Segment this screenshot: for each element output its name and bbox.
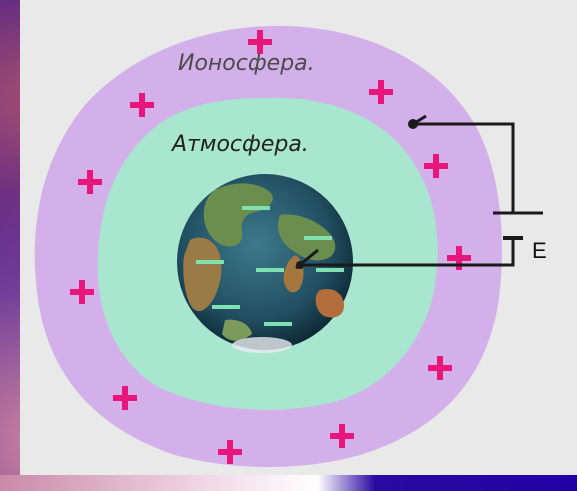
emf-label: E	[532, 238, 547, 263]
minus-sign-icon	[256, 268, 284, 272]
atmosphere-label: Атмосфера.	[170, 132, 309, 157]
minus-sign-icon	[196, 260, 224, 264]
minus-sign-icon	[264, 322, 292, 326]
ionosphere-label: Ионосфера.	[178, 51, 315, 76]
minus-sign-icon	[304, 236, 332, 240]
minus-sign-icon	[242, 206, 270, 210]
minus-sign-icon	[316, 268, 344, 272]
minus-sign-icon	[212, 305, 240, 309]
earth-contact-icon	[296, 261, 304, 269]
ionosphere-contact-icon	[408, 119, 418, 129]
